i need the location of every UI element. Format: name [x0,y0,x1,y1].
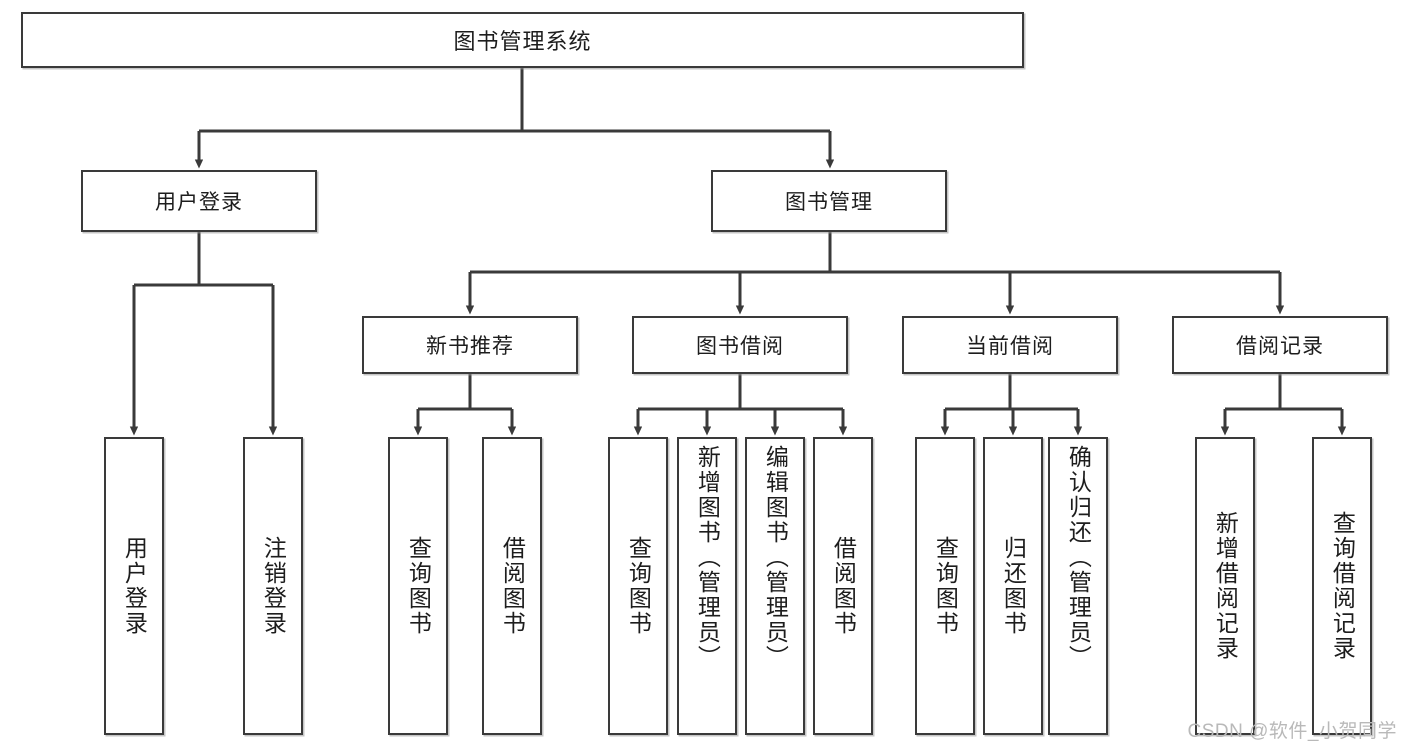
leaf-return-book[interactable]: 归还图书 [983,437,1043,735]
node-label: 借阅记录 [1236,335,1324,358]
leaf-label: 新增借阅记录 [1212,511,1239,661]
leaf-label: 确认归还（管理员） [1065,445,1092,670]
leaf-label: 借阅图书 [830,536,857,636]
node-borrow-record[interactable]: 借阅记录 [1172,316,1388,374]
node-book-management[interactable]: 图书管理 [711,170,947,232]
leaf-label: 借阅图书 [499,536,526,636]
leaf-edit-book-admin[interactable]: 编辑图书（管理员） [745,437,805,735]
leaf-user-login[interactable]: 用户登录 [104,437,164,735]
watermark: CSDN @软件_小贺同学 [1187,721,1397,742]
leaf-add-borrow-record[interactable]: 新增借阅记录 [1195,437,1255,735]
leaf-borrow-book[interactable]: 借阅图书 [813,437,873,735]
leaf-user-logout[interactable]: 注销登录 [243,437,303,735]
node-label: 图书借阅 [696,335,784,358]
leaf-label: 注销登录 [260,536,287,636]
node-current-borrow[interactable]: 当前借阅 [902,316,1118,374]
node-root[interactable]: 图书管理系统 [21,12,1024,68]
leaf-label: 归还图书 [1000,536,1027,636]
leaf-label: 查询图书 [932,536,959,636]
node-new-book-recommend[interactable]: 新书推荐 [362,316,578,374]
leaf-add-book-admin[interactable]: 新增图书（管理员） [677,437,737,735]
node-label: 图书管理系统 [453,29,592,54]
node-book-borrow[interactable]: 图书借阅 [632,316,848,374]
leaf-confirm-return-admin[interactable]: 确认归还（管理员） [1048,437,1108,735]
leaf-borrow-book-recommend[interactable]: 借阅图书 [482,437,542,735]
leaf-label: 查询图书 [625,536,652,636]
leaf-label: 查询借阅记录 [1329,511,1356,661]
leaf-label: 编辑图书（管理员） [762,445,789,670]
leaf-query-book-borrow[interactable]: 查询图书 [608,437,668,735]
leaf-label: 用户登录 [121,536,148,636]
leaf-query-borrow-record[interactable]: 查询借阅记录 [1312,437,1372,735]
leaf-label: 新增图书（管理员） [694,445,721,670]
node-label: 用户登录 [155,191,243,214]
node-user-login[interactable]: 用户登录 [81,170,317,232]
node-label: 图书管理 [785,191,873,214]
leaf-query-book-recommend[interactable]: 查询图书 [388,437,448,735]
leaf-label: 查询图书 [405,536,432,636]
node-label: 新书推荐 [426,335,514,358]
node-label: 当前借阅 [966,335,1054,358]
leaf-query-book-current[interactable]: 查询图书 [915,437,975,735]
